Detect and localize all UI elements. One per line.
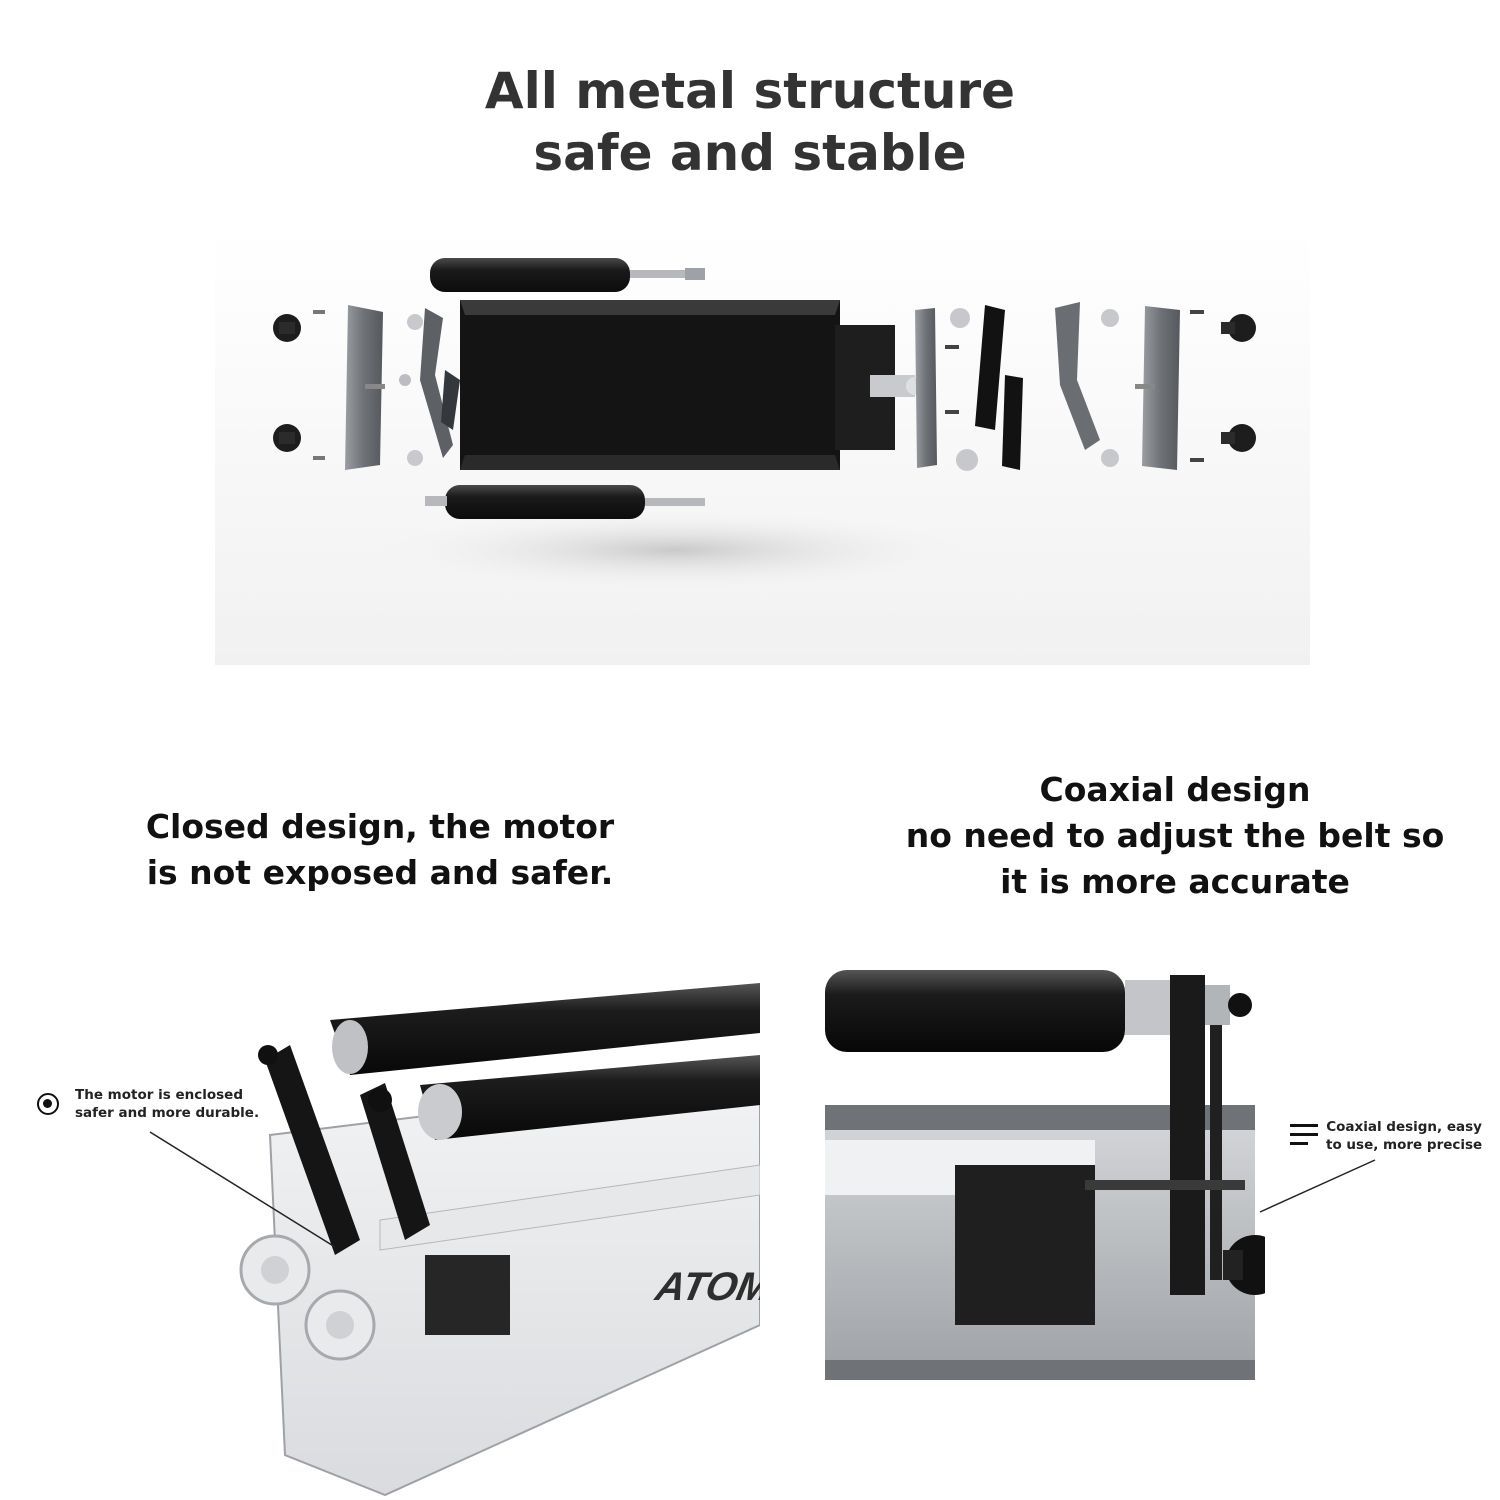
right-caption: Coaxial design no need to adjust the bel… xyxy=(875,767,1475,905)
right-note: Coaxial design, easy to use, more precis… xyxy=(1326,1118,1482,1154)
left-caption-line-1: Closed design, the motor xyxy=(145,807,615,846)
top-title: All metal structure safe and stable xyxy=(0,60,1500,184)
left-note-line-1: The motor is enclosed xyxy=(75,1087,243,1103)
left-note-icon xyxy=(37,1093,59,1115)
top-title-line-1: All metal structure xyxy=(484,62,1016,120)
bottom-roller xyxy=(425,485,705,519)
left-side-parts xyxy=(273,305,460,470)
right-note-icon xyxy=(1290,1124,1320,1146)
right-pointer-line xyxy=(1259,1159,1376,1213)
right-side-parts xyxy=(915,302,1256,471)
right-note-line-1: Coaxial design, easy xyxy=(1326,1119,1482,1135)
main-channel-body xyxy=(460,300,924,470)
left-caption-line-2: is not exposed and safer. xyxy=(146,853,614,892)
right-product-image xyxy=(825,965,1265,1385)
top-title-line-2: safe and stable xyxy=(533,124,967,182)
right-caption-line-1: Coaxial design xyxy=(1039,770,1311,809)
right-caption-line-3: it is more accurate xyxy=(1000,862,1350,901)
top-roller xyxy=(430,258,705,292)
right-note-line-2: to use, more precise xyxy=(1326,1137,1483,1153)
brand-text: ATOM xyxy=(651,1263,760,1308)
left-product-image: ATOM xyxy=(30,895,760,1500)
left-caption: Closed design, the motor is not exposed … xyxy=(80,804,680,896)
right-caption-line-2: no need to adjust the belt so xyxy=(905,816,1445,855)
left-note: The motor is enclosed safer and more dur… xyxy=(75,1086,259,1122)
left-note-line-2: safer and more durable. xyxy=(75,1105,260,1121)
exploded-view-image xyxy=(215,230,1310,665)
